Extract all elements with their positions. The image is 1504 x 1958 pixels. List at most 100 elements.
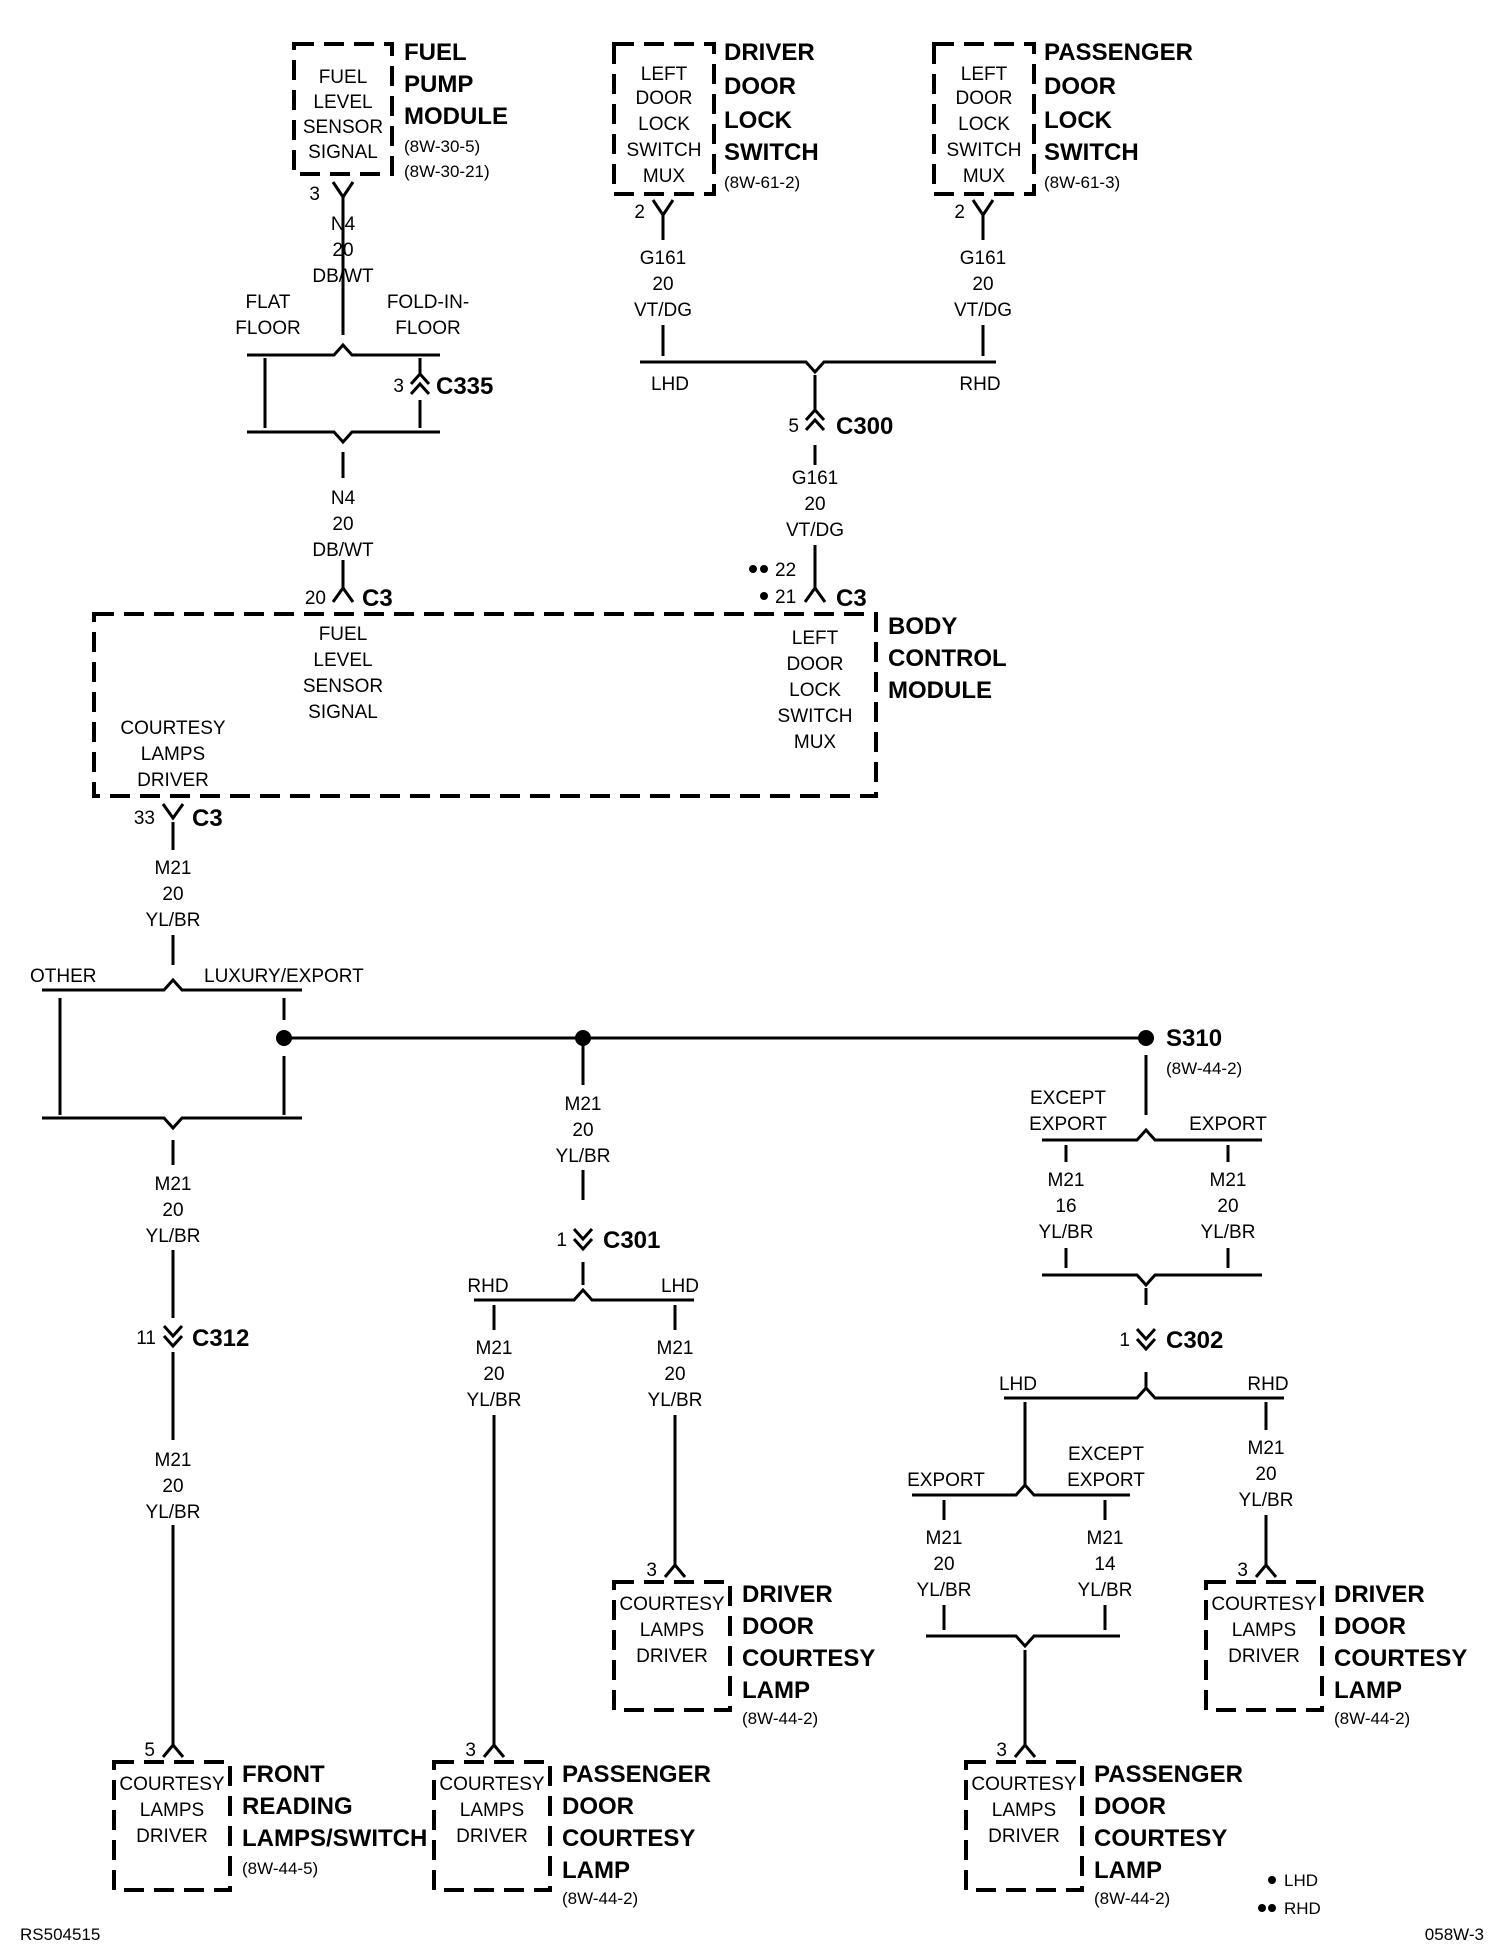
front-reading-name-2: READING	[242, 1793, 353, 1820]
bcm-fuel-inner-2: LEVEL	[313, 650, 372, 671]
m21-front-gauge: 20	[162, 1200, 183, 1221]
m21-except-export-circuit: M21	[1048, 1170, 1085, 1191]
passenger-lamp-2-name-4: LAMP	[1094, 1857, 1162, 1884]
passenger-lock-inner-5: MUX	[963, 166, 1006, 187]
m21-bcm-gauge: 20	[162, 884, 183, 905]
front-reading-name-3: LAMPS/SWITCH	[242, 1825, 427, 1852]
front-reading-name-1: FRONT	[242, 1761, 325, 1788]
driver-lock-name-4: SWITCH	[724, 139, 819, 166]
passenger-lock-inner-2: DOOR	[956, 88, 1013, 109]
bcm-fuel-pin-connector-icon	[331, 585, 355, 603]
other-luxury-bracket	[42, 977, 302, 992]
lower-export-bracket	[1042, 1273, 1262, 1288]
bcm-courtesy-pin-connector-icon	[161, 803, 185, 821]
passenger-lamp-1-inner-1: COURTESY	[439, 1774, 545, 1795]
driver-lock-name-1: DRIVER	[724, 39, 815, 66]
c335-connector-icon	[409, 371, 431, 396]
n4-lower-circuit: N4	[331, 488, 356, 509]
flat-floor-label-1: FLAT	[245, 292, 290, 313]
m21-mid-circuit: M21	[565, 1094, 602, 1115]
passenger-lamp-2-name-3: COURTESY	[1094, 1825, 1227, 1852]
fuel-pump-pin-connector-icon	[331, 181, 355, 205]
lower-floor-bracket	[247, 430, 440, 445]
driver-lamp-2-name-3: COURTESY	[1334, 1645, 1467, 1672]
bcm-name-2: CONTROL	[888, 645, 1007, 672]
g161-lower-color: VT/DG	[786, 520, 844, 541]
splice-dot-mid	[575, 1030, 591, 1046]
except-export-label-1: EXCEPT	[1030, 1088, 1106, 1109]
passenger-lamp-1-pin: 3	[465, 1740, 476, 1761]
m21-lhd-drv-gauge: 20	[664, 1364, 685, 1385]
driver-lamp-2-name-2: DOOR	[1334, 1613, 1406, 1640]
bcm-lock-inner-5: MUX	[794, 732, 837, 753]
passenger-lamp-2-ref: (8W-44-2)	[1094, 1889, 1170, 1908]
other-option-label: OTHER	[30, 966, 97, 987]
driver-lamp-1-name-2: DOOR	[742, 1613, 814, 1640]
c302-pin: 1	[1119, 1330, 1130, 1351]
bcm-name-1: BODY	[888, 613, 957, 640]
c301-lhd-label: LHD	[661, 1276, 699, 1297]
c302-connector-icon	[1135, 1327, 1157, 1352]
rhd-option-label: RHD	[959, 374, 1000, 395]
driver-lamp-2-pin: 3	[1237, 1560, 1248, 1581]
passenger-lamp-1-name-4: LAMP	[562, 1857, 630, 1884]
driver-courtesy-lamp-1-box	[612, 1580, 732, 1712]
m21-except-export-gauge: 16	[1055, 1196, 1076, 1217]
lhd-rhd-bracket	[640, 360, 996, 375]
front-reading-ref: (8W-44-5)	[242, 1859, 318, 1878]
c301-rhd-label: RHD	[467, 1276, 508, 1297]
driver-lamp-1-inner-1: COURTESY	[619, 1594, 725, 1615]
legend-dot-22b	[760, 565, 768, 573]
m21-export-gauge: 20	[1217, 1196, 1238, 1217]
fuel-pump-inner-3: SENSOR	[303, 117, 383, 138]
c301-bracket	[474, 1287, 694, 1302]
fuel-pump-inner-2: LEVEL	[313, 92, 372, 113]
m21-export-2-circuit: M21	[926, 1528, 963, 1549]
fuel-pump-inner-1: FUEL	[319, 67, 368, 88]
lower-export-label: EXPORT	[907, 1470, 985, 1491]
legend-rhd: RHD	[1284, 1899, 1321, 1918]
fuel-pump-ref-1: (8W-30-5)	[404, 137, 480, 156]
bcm-fuel-pin: 20	[305, 588, 326, 609]
passenger-courtesy-lamp-2-box	[964, 1760, 1084, 1892]
front-reading-inner-3: DRIVER	[136, 1826, 208, 1847]
bcm-lock-inner-2: DOOR	[787, 654, 844, 675]
legend-dot-21	[760, 592, 768, 600]
m21-lhd-drv-color: YL/BR	[648, 1390, 703, 1411]
driver-courtesy-lamp-2-box	[1204, 1580, 1324, 1712]
bottom-export-bracket	[926, 1634, 1120, 1649]
passenger-lock-inner-4: SWITCH	[947, 140, 1022, 161]
s310-label: S310	[1166, 1025, 1222, 1052]
passenger-lamp-1-name-2: DOOR	[562, 1793, 634, 1820]
fuel-pump-inner-4: SIGNAL	[308, 142, 378, 163]
c302-rhd-label: RHD	[1247, 1374, 1288, 1395]
driver-lock-name-3: LOCK	[724, 107, 793, 134]
bcm-lock-inner-3: LOCK	[789, 680, 841, 701]
passenger-lamp-2-name-1: PASSENGER	[1094, 1761, 1243, 1788]
driver-lamp-2-ref: (8W-44-2)	[1334, 1709, 1410, 1728]
legend-one-dot-icon	[1268, 1876, 1276, 1884]
m21-front-lower-circuit: M21	[155, 1450, 192, 1471]
lower-export-bracket-2	[912, 1482, 1130, 1497]
fuel-pump-ref-2: (8W-30-21)	[404, 162, 490, 181]
m21-lhd-drv-circuit: M21	[657, 1338, 694, 1359]
flat-floor-label-2: FLOOR	[235, 318, 300, 339]
m21-export-color: YL/BR	[1201, 1222, 1256, 1243]
passenger-lock-pin: 2	[954, 202, 965, 223]
passenger-lamp-1-name-3: COURTESY	[562, 1825, 695, 1852]
bcm-fuel-inner-4: SIGNAL	[308, 702, 378, 723]
driver-lock-pin: 2	[634, 202, 645, 223]
bcm-lock-pin-21: 21	[775, 587, 796, 608]
passenger-lock-name-4: SWITCH	[1044, 139, 1139, 166]
c301-connector-icon	[572, 1227, 594, 1252]
m21-rhd-drv-circuit: M21	[1248, 1438, 1285, 1459]
footer-left-code: RS504515	[20, 1925, 100, 1944]
lower-except-export-label-1: EXCEPT	[1068, 1444, 1144, 1465]
c300-pin: 5	[788, 416, 799, 437]
n4-lower-color: DB/WT	[312, 540, 374, 561]
passenger-lamp-1-ref: (8W-44-2)	[562, 1889, 638, 1908]
driver-lamp-1-ref: (8W-44-2)	[742, 1709, 818, 1728]
legend-two-dots-icon-a	[1258, 1904, 1266, 1912]
c301-label: C301	[603, 1227, 660, 1254]
lhd-option-label: LHD	[651, 374, 689, 395]
